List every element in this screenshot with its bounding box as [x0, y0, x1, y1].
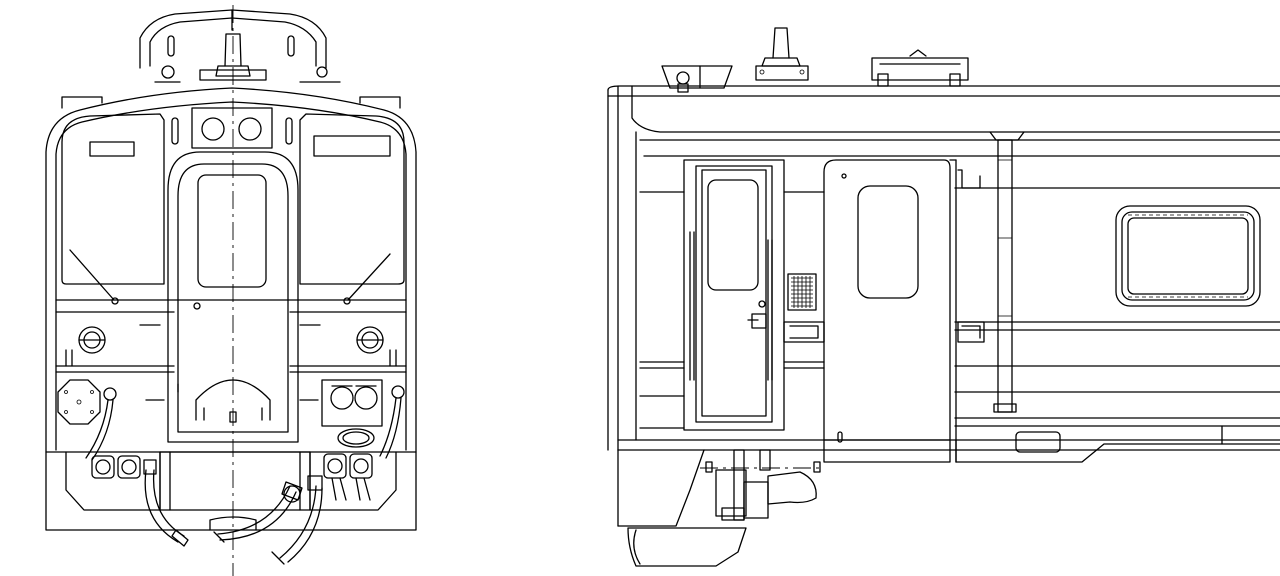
headlight-right [356, 326, 384, 354]
front-window-left [61, 113, 165, 305]
front-gangway-door [167, 151, 299, 443]
side-underbody-box [1015, 431, 1061, 453]
side-vent-grille [787, 273, 817, 311]
side-grab-pole [989, 131, 1025, 413]
side-elevation-view [607, 27, 1280, 567]
front-window-right [299, 113, 405, 305]
side-step-right [957, 321, 985, 343]
hose-cocks-right [307, 453, 373, 501]
side-roof-antenna [755, 27, 809, 81]
front-skirt [65, 451, 397, 531]
side-passenger-door [823, 159, 957, 463]
front-body-outline [45, 87, 417, 531]
roof-fitting-right [316, 66, 328, 78]
side-cab-door [683, 159, 785, 431]
front-elevation-view [45, 5, 417, 576]
side-door-fitting [957, 169, 981, 189]
jumper-receptacle-left [57, 379, 117, 461]
front-lamp-box [171, 107, 293, 149]
brake-hoses [144, 469, 323, 565]
side-body-outline [607, 85, 1280, 463]
roof-antenna [199, 33, 267, 81]
side-roof-cover [661, 65, 733, 93]
side-front-undergear [617, 449, 821, 567]
jumper-box-right [321, 379, 405, 459]
roof-fitting-left [161, 65, 175, 79]
hose-cocks-left [91, 455, 157, 479]
side-step-left [783, 321, 825, 343]
side-window [1115, 205, 1261, 307]
headlight-left [78, 326, 106, 354]
side-roof-box [871, 49, 969, 87]
roof-hatch [139, 9, 327, 69]
